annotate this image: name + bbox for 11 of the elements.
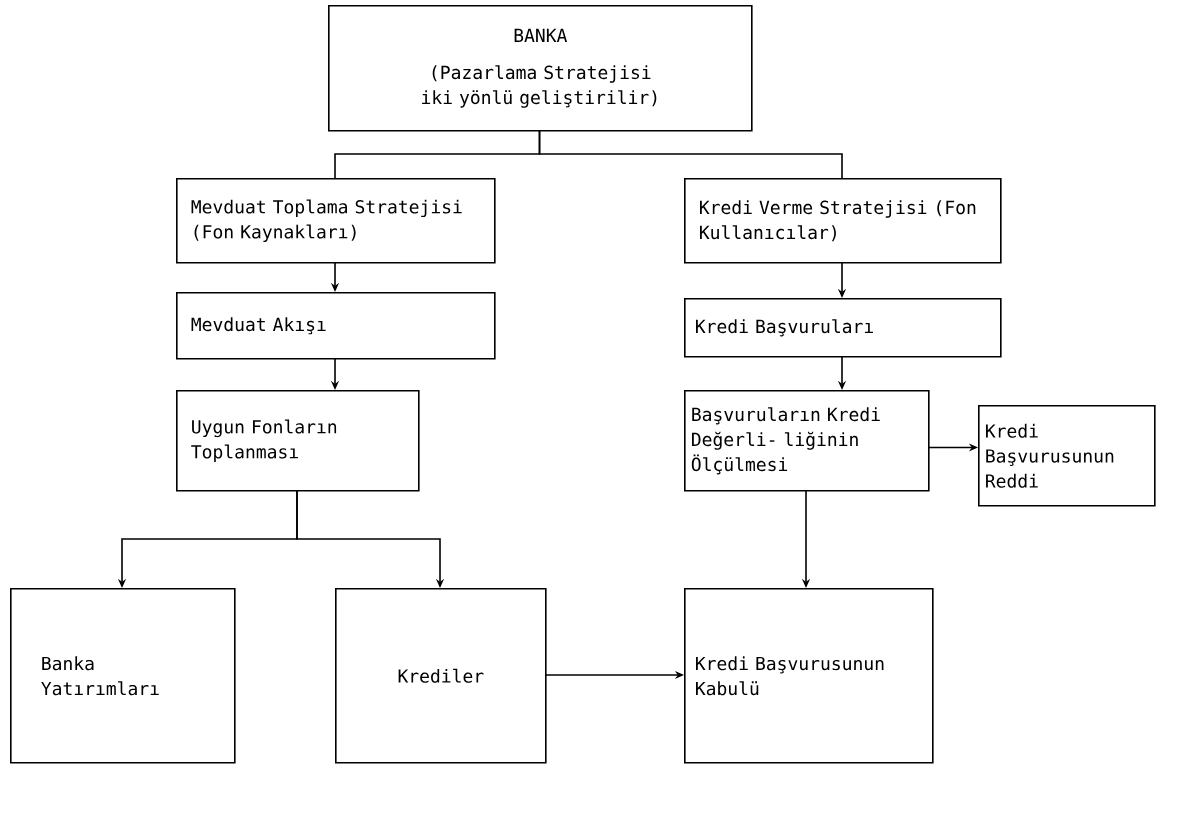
process-box: BANKA (Pazarlama Stratejisi iki yönlü geliştirilir) [328, 5, 753, 132]
process-box: Krediler [335, 588, 547, 764]
process-box: Mevduat Toplama Stratejisi (Fon Kaynakları) [176, 178, 496, 264]
process-box: Kredi Başvurusunun Reddi [978, 405, 1156, 507]
process-box: Mevduat Akışı [176, 292, 496, 360]
process-box: Kredi Verme Stratejisi (Fon Kullanıcılar) [684, 178, 1002, 264]
process-box: Kredi Başvurusunun Kabulü [684, 588, 934, 764]
process-box: Başvuruların Kredi Değerli- liğinin Ölçülmesi [684, 390, 930, 492]
process-box: Uygun Fonların Toplanması [176, 390, 420, 492]
process-box: Banka Yatırımları [10, 588, 236, 764]
process-box: Kredi Başvuruları [684, 298, 1002, 358]
